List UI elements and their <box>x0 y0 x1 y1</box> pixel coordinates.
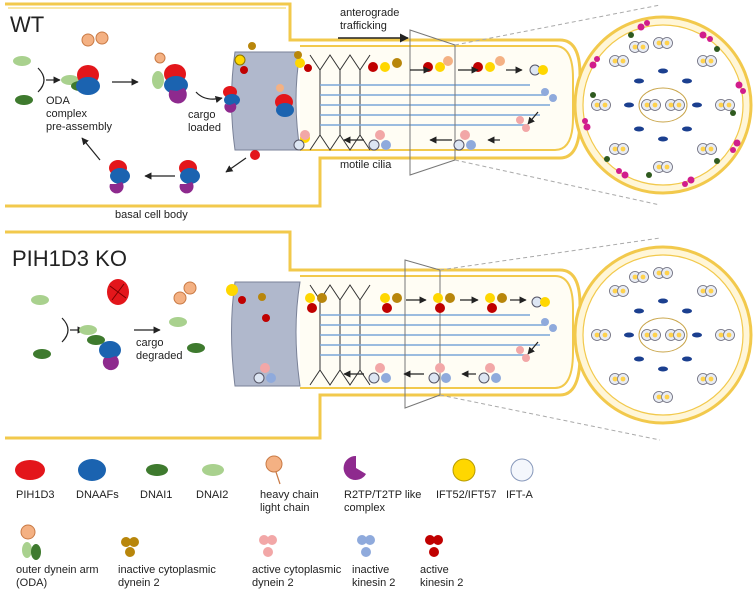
returning-complex-2 <box>109 160 130 194</box>
legend-dnai1: DNAI1 <box>140 489 172 501</box>
anterograde-label-1: anterograde <box>340 7 399 19</box>
legend-active-kinesin-2: kinesin 2 <box>420 577 463 589</box>
active-dynein-legend-icon <box>259 535 277 557</box>
cargo-degraded-label-1: cargo <box>136 337 164 349</box>
wt-transition-zone <box>309 54 371 151</box>
wt-microtubules <box>320 84 550 126</box>
ko-panel: PIH1D3 KO cargo degraded <box>5 230 753 441</box>
oda-legend-icon <box>20 524 41 560</box>
legend: PIH1D3 DNAAFs DNAI1 DNAI2 heavy chain li… <box>15 455 534 589</box>
dnai2-icon <box>13 56 31 66</box>
ko-ift-trains <box>226 284 557 384</box>
ko-partial-complex <box>79 279 197 371</box>
legend-r2tp-1: R2TP/T2TP like <box>344 489 421 501</box>
legend-inactive-kinesin-1: inactive <box>352 564 389 576</box>
legend-oda-1: outer dynein arm <box>16 564 99 576</box>
dnaafs-icon <box>78 459 106 481</box>
legend-ift-a: IFT-A <box>506 489 534 501</box>
legend-dnai2: DNAI2 <box>196 489 228 501</box>
inactive-kinesin-legend-icon <box>357 535 375 557</box>
legend-active-dynein-1: active cytoplasmic <box>252 564 342 576</box>
legend-inactive-kinesin-2: kinesin 2 <box>352 577 395 589</box>
legend-r2tp-2: complex <box>344 502 385 514</box>
wt-axoneme-cross-section <box>573 15 753 195</box>
legend-inactive-dynein-1: inactive cytoplasmic <box>118 564 216 576</box>
ko-microtubules <box>320 314 550 356</box>
ko-axoneme-cross-section <box>573 245 753 425</box>
legend-dnaafs: DNAAFs <box>76 489 119 501</box>
wt-ift-trains <box>293 51 557 151</box>
inactive-dynein-legend-icon <box>121 537 139 557</box>
ko-basal-body <box>231 281 301 387</box>
legend-heavy-chain: heavy chain <box>260 489 319 501</box>
legend-pih1d3: PIH1D3 <box>16 489 55 501</box>
ko-title: PIH1D3 KO <box>12 246 127 271</box>
preassembly-label-2: complex <box>46 108 87 120</box>
wt-panel: WT ODA complex pre-assembly cargo loaded <box>5 2 753 221</box>
legend-oda-2: (ODA) <box>16 577 47 589</box>
dnai2-legend-icon <box>202 464 224 476</box>
preassembly-label-3: pre-assembly <box>46 121 113 133</box>
dnai1-icon <box>15 95 33 105</box>
motile-cilia-label: motile cilia <box>340 159 392 171</box>
pih1d3-icon <box>15 460 45 480</box>
legend-active-dynein-2: dynein 2 <box>252 577 294 589</box>
basal-cell-body-label: basal cell body <box>115 209 188 221</box>
legend-ift52: IFT52/IFT57 <box>436 489 497 501</box>
ift52-ift57-icon <box>452 458 476 482</box>
assembled-oda-icon <box>152 52 188 104</box>
ift-a-icon <box>510 458 534 482</box>
returning-complex-1 <box>179 160 200 194</box>
cargo-loaded-label-1: cargo <box>188 109 216 121</box>
legend-light-chain: light chain <box>260 502 310 514</box>
cargo-degraded-label-2: degraded <box>136 350 183 362</box>
cargo-at-basal-body <box>223 42 310 160</box>
anterograde-label-2: trafficking <box>340 20 387 32</box>
heavy-light-chain-icon <box>265 455 283 485</box>
r2tp-complex-icon <box>343 455 366 480</box>
legend-inactive-dynein-2: dynein 2 <box>118 577 160 589</box>
legend-active-kinesin-1: active <box>420 564 449 576</box>
dnai1-legend-icon <box>146 464 168 476</box>
wt-title: WT <box>10 12 44 37</box>
oda-complex-icon <box>61 31 109 95</box>
active-kinesin-legend-icon <box>425 535 443 557</box>
preassembly-label-1: ODA <box>46 95 71 107</box>
cargo-loaded-label-2: loaded <box>188 122 221 134</box>
